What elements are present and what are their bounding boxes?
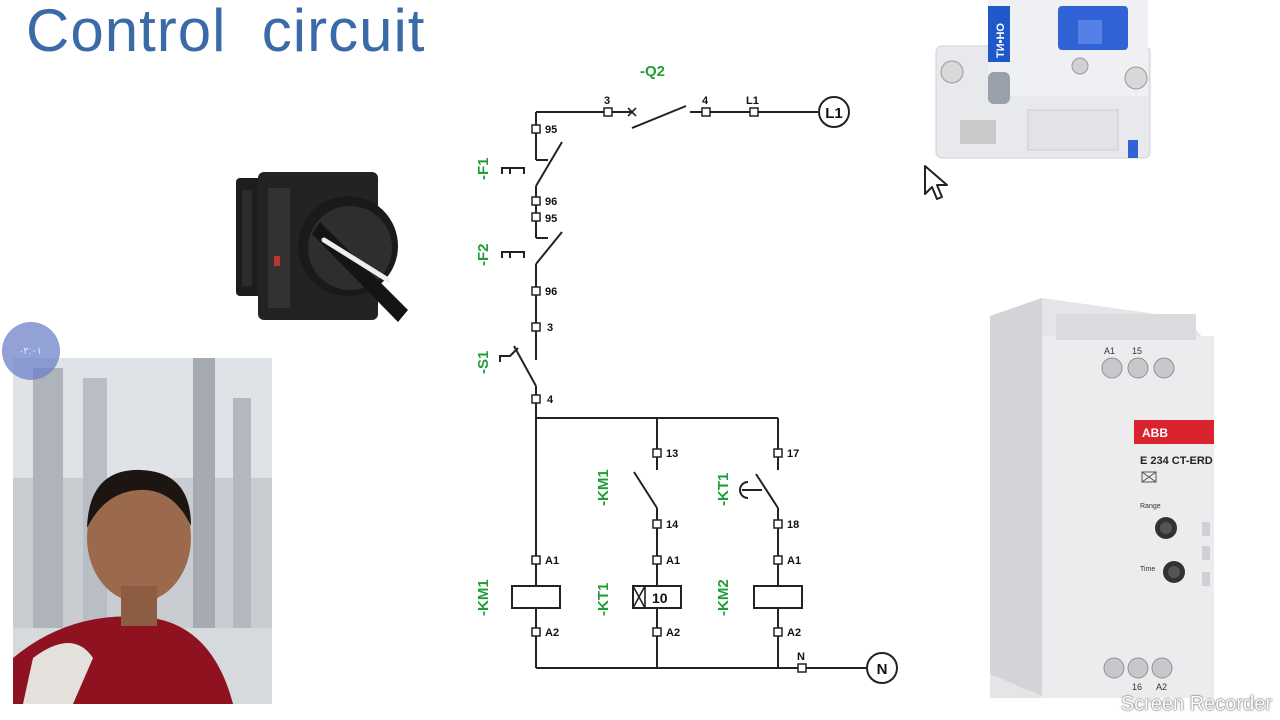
relay-model: E 234 CT-ERD (1140, 455, 1213, 467)
slide-title: Control circuit (26, 0, 426, 64)
relay-top-terminal-a1: A1 (1104, 346, 1115, 356)
relay-bottom-terminal-a2: A2 (1156, 682, 1167, 692)
term-q2-in: 3 (604, 95, 610, 107)
term-f2-bottom: 96 (545, 286, 557, 298)
relay-brand: ABB (1142, 426, 1168, 440)
label-coil-km2: -KM2 (715, 579, 732, 616)
label-contact-km1: -KM1 (595, 469, 612, 506)
relay-time-label: Time (1140, 566, 1155, 573)
label-coil-km1: -KM1 (475, 579, 492, 616)
relay-top-terminal-15: 15 (1132, 346, 1142, 356)
label-s1: -S1 (475, 351, 492, 374)
term-s1-bottom: 4 (547, 394, 554, 406)
circuit-breaker-picture: ТИ•НО (935, 0, 1151, 159)
label-coil-kt1: -KT1 (595, 583, 612, 616)
term-s1-top: 3 (547, 322, 553, 334)
label-q2: -Q2 (640, 63, 665, 80)
relay-bottom-terminal-16: 16 (1132, 682, 1142, 692)
term-km1-13: 13 (666, 448, 678, 460)
relay-range-label: Range (1140, 503, 1161, 510)
term-coil-kt1-a1: A1 (666, 555, 680, 567)
term-q2-out: 4 (702, 95, 709, 107)
time-relay-picture: A1 15 ABB E 234 CT-ERD Range Time 16 A2 (990, 298, 1214, 698)
coil-kt1-value: 10 (652, 590, 668, 606)
term-coil-km2-a2: A2 (787, 627, 801, 639)
term-coil-km1-a2: A2 (545, 627, 559, 639)
term-f1-bottom: 96 (545, 196, 557, 208)
label-f1: -F1 (475, 158, 492, 181)
term-kt1-17: 17 (787, 448, 799, 460)
selector-switch-picture (236, 172, 408, 322)
term-neutral: N (797, 651, 805, 663)
term-coil-km2-a1: A1 (787, 555, 801, 567)
supply-n-label: N (877, 661, 888, 678)
term-q2-line: L1 (746, 95, 759, 107)
term-f1-top: 95 (545, 124, 557, 136)
term-f2-top: 95 (545, 213, 557, 225)
term-kt1-18: 18 (787, 519, 799, 531)
breaker-brand: ТИ•НО (995, 23, 1007, 58)
label-contact-kt1: -KT1 (715, 473, 732, 506)
presenter-webcam (13, 358, 272, 704)
term-coil-km1-a1: A1 (545, 555, 559, 567)
label-f2: -F2 (475, 244, 492, 267)
screen-recorder-watermark: Screen Recorder (1120, 693, 1272, 715)
supply-l1-label: L1 (825, 105, 843, 122)
recording-timer: ·٢:٠١ (2, 322, 60, 380)
term-coil-kt1-a2: A2 (666, 627, 680, 639)
term-km1-14: 14 (666, 519, 679, 531)
mouse-cursor-icon (924, 165, 948, 200)
